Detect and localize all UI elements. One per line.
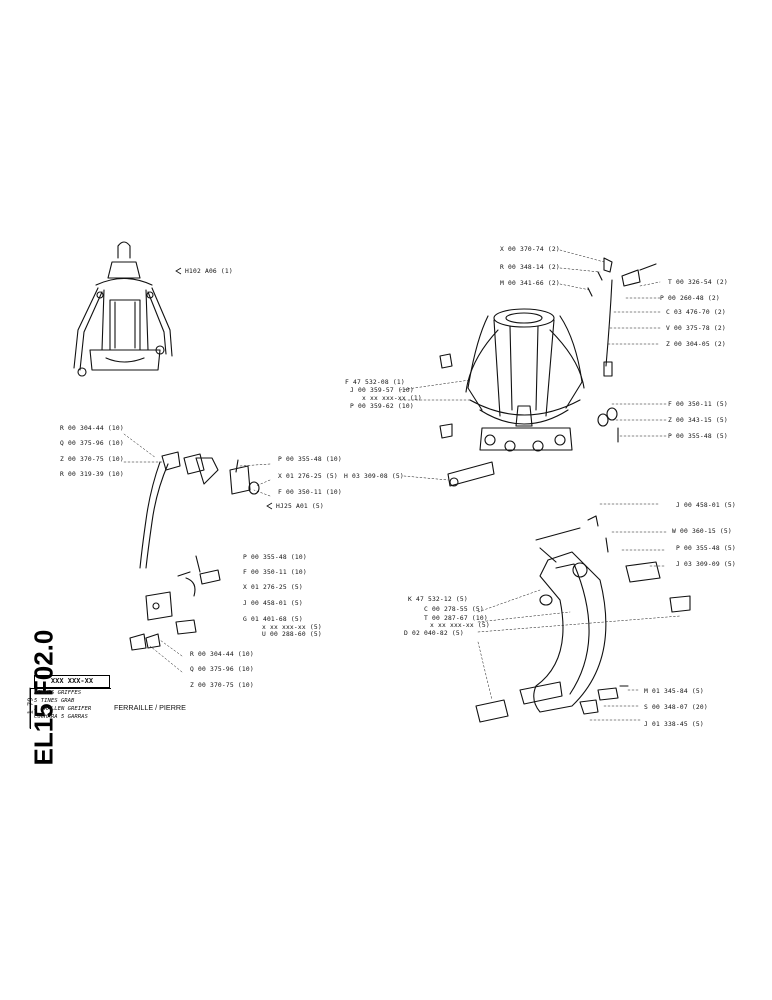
- title-lang-fr: BENNES GRIFFES: [34, 690, 82, 696]
- part-label: X 01 276-25 (5): [243, 584, 303, 591]
- part-label: F 00 350-11 (10): [243, 569, 307, 576]
- part-label: V 00 375-78 (2): [666, 325, 726, 332]
- part-label: S 00 348-07 (20): [644, 704, 708, 711]
- part-label: X 01 276-25 (5): [278, 473, 338, 480]
- part-label: U 00 288-60 (5): [262, 631, 322, 638]
- part-label: R 00 304-44 (10): [60, 425, 124, 432]
- part-label: P 00 359-62 (10): [350, 403, 414, 410]
- part-label: R 00 348-14 (2): [500, 264, 560, 271]
- part-label: X 00 370-74 (2): [500, 246, 560, 253]
- part-label: C 03 476-70 (2): [666, 309, 726, 316]
- part-label: x xx xxx-xx (5): [262, 624, 322, 631]
- title-lang-es: CUCHARA 5 GARRAS: [34, 714, 88, 720]
- top-right-parts: [439, 257, 657, 487]
- part-label: H102 A06 (1): [185, 268, 233, 275]
- part-label: Q 00 375-96 (10): [190, 666, 254, 673]
- part-code-box: XXX XXX-XX: [34, 675, 110, 688]
- part-label: T 00 287-67 (10): [424, 615, 488, 622]
- part-label: T 00 326-54 (2): [668, 279, 728, 286]
- part-label: R 00 304-44 (10): [190, 651, 254, 658]
- part-label: Z 00 343-15 (5): [668, 417, 728, 424]
- part-label: HJ25 A01 (5): [276, 503, 324, 510]
- part-label: M 01 345-84 (5): [644, 688, 704, 695]
- part-label: Q 00 375-96 (10): [60, 440, 124, 447]
- title-lang-en: 5 TINES GRAB: [34, 698, 75, 704]
- part-label: P 00 355-48 (5): [676, 545, 736, 552]
- part-label: R 00 319-39 (10): [60, 471, 124, 478]
- part-label: P 00 355-48 (10): [243, 554, 307, 561]
- part-label: K 47 532-12 (5): [408, 596, 468, 603]
- part-label: G 01 401-68 (5): [243, 616, 303, 623]
- part-label: W 00 360-15 (5): [672, 528, 732, 535]
- part-label: C 00 278-55 (5): [424, 606, 484, 613]
- part-label: Z 00 370-75 (10): [190, 682, 254, 689]
- title-description: FERRAILLE / PIERRE: [114, 703, 186, 712]
- grab-overview-drawing: [73, 241, 173, 377]
- part-label: x xx xxx-xx (5): [430, 622, 490, 629]
- title-lang-de: 5 KRALLEN GREIFER: [34, 706, 92, 712]
- part-label: J 00 359-57 (10): [350, 387, 414, 394]
- leader-lines: [123, 249, 681, 721]
- part-label: P 00 355-48 (5): [668, 433, 728, 440]
- part-label: F 47 532-08 (1): [345, 379, 405, 386]
- part-label: F 00 350-11 (10): [278, 489, 342, 496]
- hose-assembly-drawing: [129, 451, 260, 651]
- part-label: P 00 355-48 (10): [278, 456, 342, 463]
- part-label: J 01 338-45 (5): [644, 721, 704, 728]
- part-label: J 03 309-09 (5): [676, 561, 736, 568]
- part-labels: H102 A06 (1) X 00 370-74 (2) R 00 348-14…: [60, 246, 736, 728]
- grab-assembly-drawing: [465, 308, 585, 452]
- title-block-frame: [30, 688, 111, 729]
- tine-drawing: [475, 515, 691, 723]
- part-label: D 02 040-82 (5): [404, 630, 464, 637]
- part-label: J 00 458-01 (5): [243, 600, 303, 607]
- part-label: H 03 309-08 (5): [344, 473, 404, 480]
- part-label: J 00 458-01 (5): [676, 502, 736, 509]
- part-label: F 00 350-11 (5): [668, 401, 728, 408]
- part-label: Z 00 370-75 (10): [60, 456, 124, 463]
- part-label: Z 00 304-05 (2): [666, 341, 726, 348]
- part-label: M 00 341-66 (2): [500, 280, 560, 287]
- part-label: x xx xxx-xx (1): [362, 395, 422, 402]
- part-label: P 00 260-48 (2): [660, 295, 720, 302]
